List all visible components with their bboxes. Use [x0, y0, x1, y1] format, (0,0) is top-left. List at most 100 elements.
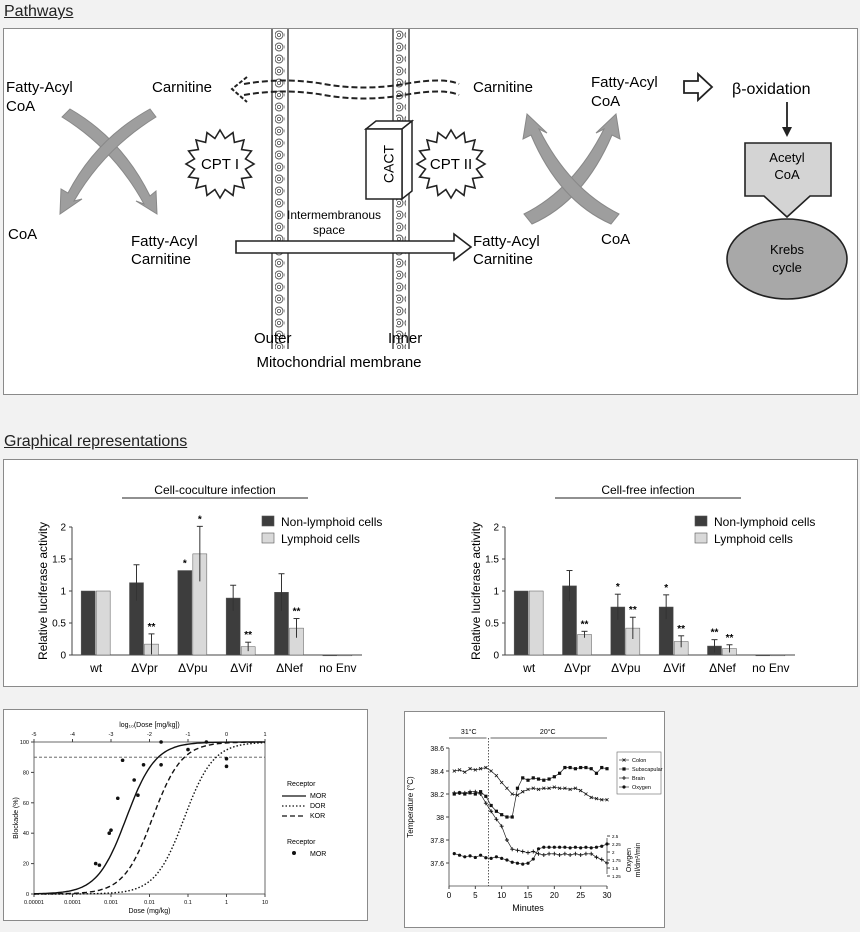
- bar: [755, 654, 771, 657]
- fatty-acyl-carnitine-left-2: Carnitine: [131, 251, 191, 268]
- data-marker: [552, 851, 557, 856]
- data-marker: [547, 851, 552, 856]
- chart-title: Cell-coculture infection: [154, 483, 275, 497]
- data-marker: [489, 856, 493, 860]
- y-right-label-2: ml/dm²/min: [635, 843, 642, 878]
- data-marker: [605, 842, 609, 846]
- data-marker: [515, 848, 520, 853]
- data-marker: [505, 858, 509, 862]
- category-label: ΔNef: [276, 661, 303, 675]
- scatter-point: [120, 758, 125, 763]
- data-marker: [452, 852, 456, 856]
- data-marker: [583, 851, 588, 856]
- data-marker: [542, 778, 546, 782]
- phase-label: 20°C: [540, 728, 556, 736]
- scatter-point: [224, 764, 229, 769]
- data-marker: [478, 792, 483, 796]
- x-axis-label: Dose (mg/kg): [128, 908, 170, 915]
- krebs-cycle: [726, 218, 848, 300]
- cpt2-label: CPT II: [430, 156, 472, 173]
- right-cross-arrows: [522, 112, 621, 225]
- data-marker: [521, 776, 525, 780]
- data-marker: [552, 775, 556, 779]
- krebs-label-2: cycle: [772, 260, 802, 275]
- legend-label: Brain: [632, 776, 645, 782]
- data-marker: [510, 815, 514, 819]
- x-top-tick-label: 1: [263, 732, 266, 738]
- x-tick-label: 15: [524, 891, 533, 900]
- y-tick-label: 0.5: [485, 619, 499, 630]
- y-right-tick-label: 1.75: [612, 858, 621, 863]
- y-tick-label: 20: [23, 862, 29, 868]
- scatter-point: [224, 756, 229, 761]
- scatter-point: [132, 778, 136, 782]
- data-marker: [462, 790, 467, 795]
- y-axis-label: Blockade (%): [13, 797, 20, 839]
- significance-mark: **: [148, 622, 156, 633]
- significance-mark: **: [244, 630, 252, 641]
- y-right-tick-label: 2.25: [612, 842, 621, 847]
- data-marker: [568, 846, 572, 850]
- scatter-point: [204, 740, 209, 744]
- x-top-axis-label: log₁₀(Dose [mg/kg]): [119, 722, 180, 729]
- significance-mark: *: [198, 514, 202, 525]
- data-marker: [573, 786, 578, 791]
- y-right-tick-label: 2: [612, 850, 615, 855]
- data-marker: [579, 765, 583, 770]
- data-marker: [573, 767, 577, 771]
- pathway-diagram: Fatty-Acyl CoA CoA Carnitine Carnitine F…: [6, 29, 848, 371]
- pathways-panel: Fatty-Acyl CoA CoA Carnitine Carnitine F…: [3, 28, 858, 395]
- bar: [322, 654, 338, 657]
- y-axis-label: Temperature (°C): [406, 776, 415, 838]
- legend-label: Colon: [632, 758, 646, 764]
- category-label: ΔVpu: [178, 661, 207, 675]
- data-marker: [541, 852, 546, 857]
- data-marker: [622, 785, 626, 789]
- x-top-tick-label: -2: [147, 732, 152, 738]
- data-marker: [526, 787, 530, 792]
- data-marker: [547, 777, 551, 781]
- data-marker: [494, 817, 499, 822]
- y-tick-label: 1: [60, 587, 66, 598]
- x-top-tick-label: -4: [70, 732, 75, 738]
- data-marker: [531, 776, 535, 780]
- data-marker: [589, 767, 593, 771]
- data-marker: [520, 849, 525, 854]
- significance-mark: **: [677, 624, 685, 635]
- legend-swatch: [261, 515, 275, 527]
- data-marker: [473, 792, 477, 796]
- data-marker: [457, 853, 462, 857]
- bar: [95, 590, 111, 656]
- data-marker: [579, 846, 583, 850]
- data-marker: [542, 786, 546, 791]
- data-marker: [562, 851, 567, 856]
- data-marker: [504, 838, 509, 842]
- data-marker: [578, 788, 583, 793]
- significance-mark: *: [616, 582, 620, 593]
- scatter-point: [109, 828, 113, 832]
- data-marker: [521, 862, 525, 866]
- data-marker: [494, 855, 498, 859]
- y-tick-label: 2: [493, 523, 499, 534]
- data-marker: [584, 765, 588, 770]
- data-marker: [589, 846, 593, 850]
- fatty-acyl-coa-left-1: Fatty-Acyl: [6, 79, 73, 96]
- data-marker: [584, 845, 588, 849]
- left-cross-arrows: [59, 108, 158, 215]
- category-label: no Env: [752, 661, 789, 675]
- y-tick-label: 60: [23, 801, 29, 807]
- y-tick-label: 38.4: [430, 769, 444, 776]
- significance-mark: **: [293, 607, 301, 618]
- x-tick-label: 30: [603, 891, 612, 900]
- carnitine-left: Carnitine: [152, 79, 212, 96]
- data-marker: [473, 855, 477, 860]
- data-marker: [483, 801, 488, 806]
- acetyl-coa-label-1: Acetyl: [769, 150, 805, 165]
- data-marker: [622, 758, 626, 762]
- y-tick-label: 1.5: [485, 555, 499, 566]
- intermembranous-1: Intermembranous: [287, 208, 381, 222]
- legend-label: DOR: [310, 803, 326, 810]
- data-marker: [463, 855, 467, 859]
- data-marker: [605, 767, 609, 771]
- data-marker: [468, 766, 472, 771]
